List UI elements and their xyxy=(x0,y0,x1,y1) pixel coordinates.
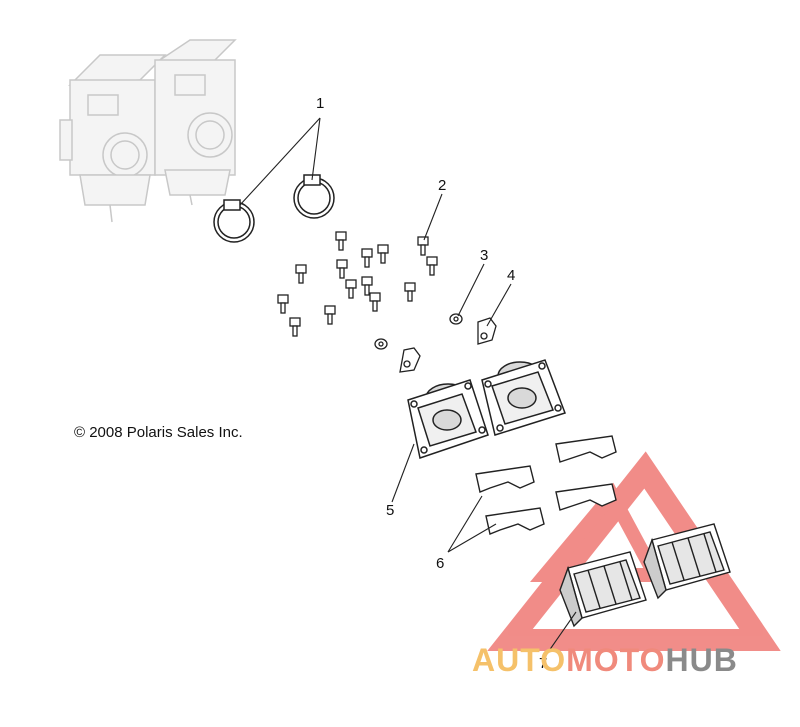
part-5-intake-adapters xyxy=(407,359,566,459)
leader-lines xyxy=(239,117,577,659)
callout-4: 4 xyxy=(507,267,516,284)
part-6-spacers xyxy=(475,435,617,535)
spacer-2 xyxy=(475,465,535,493)
leader-3 xyxy=(457,263,485,317)
reed-valve-right xyxy=(643,523,731,600)
part-4-brackets xyxy=(399,317,497,373)
watermark-text: AUTOMOTOHUB xyxy=(472,642,738,679)
spacer-3 xyxy=(555,483,617,511)
intake-adapter-right xyxy=(481,359,566,436)
leader-5 xyxy=(391,443,415,503)
spacer-4 xyxy=(485,507,545,535)
part-7-reed-valves xyxy=(559,523,731,628)
reed-valve-left xyxy=(559,551,647,628)
spacer-1 xyxy=(555,435,617,463)
leader-1b xyxy=(311,117,321,181)
leader-1a xyxy=(239,117,321,206)
watermark-text-hub: HUB xyxy=(665,642,738,678)
copyright-notice: © 2008 Polaris Sales Inc. xyxy=(74,424,243,441)
leader-6a xyxy=(447,495,483,553)
watermark-text-auto: AUTO xyxy=(472,642,567,678)
callout-7: 7 xyxy=(539,655,548,672)
part-3-washers xyxy=(374,313,463,350)
callout-6: 6 xyxy=(436,555,445,572)
intake-adapter-left xyxy=(407,379,489,459)
watermark-text-moto: MOTO xyxy=(566,642,666,678)
callout-1: 1 xyxy=(316,95,325,112)
callout-2: 2 xyxy=(438,177,447,194)
part-2-bolts xyxy=(277,231,438,337)
leader-7 xyxy=(543,611,577,659)
leader-2 xyxy=(423,193,443,241)
callout-3: 3 xyxy=(480,247,489,264)
callout-5: 5 xyxy=(386,502,395,519)
leader-4 xyxy=(486,283,512,327)
leader-6b xyxy=(447,523,497,553)
part-1-hose-clamps xyxy=(213,174,335,243)
carburetor-assembly-ghost xyxy=(59,39,237,223)
